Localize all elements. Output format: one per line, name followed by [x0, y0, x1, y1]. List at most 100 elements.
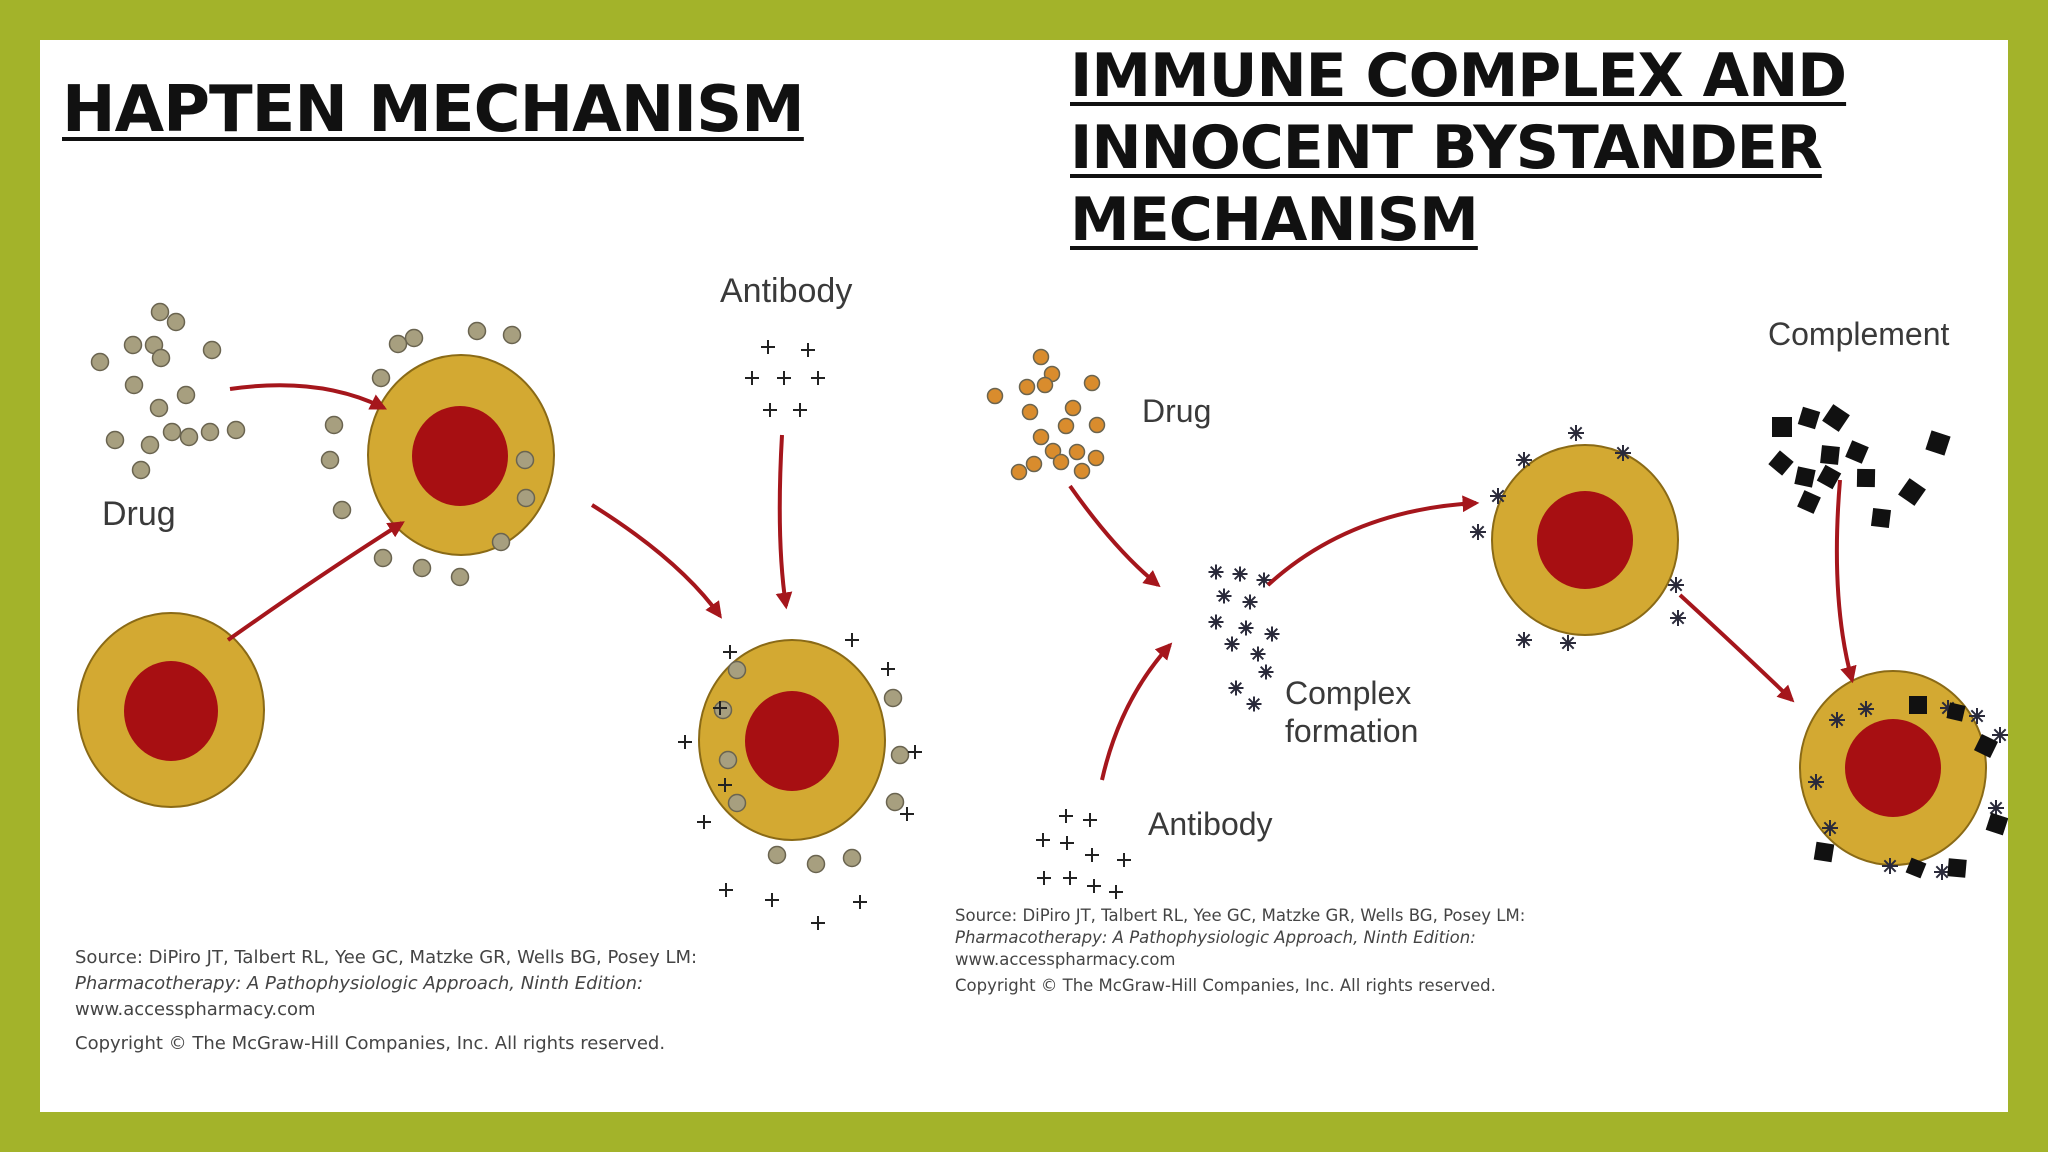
bound-drug-particle: [404, 328, 424, 348]
complement-particle: [1856, 468, 1876, 488]
drug-particle: [151, 348, 171, 368]
arrow-complement-to-cell: [1834, 479, 1857, 684]
complement-particle: [1797, 406, 1821, 430]
complex-formation-label-1: Complex: [1285, 675, 1411, 711]
immune-antibody-particles: [1036, 809, 1131, 899]
immune-complex-stars: [1208, 564, 1280, 712]
complex-star: [1228, 680, 1244, 696]
drug-particle: [1032, 428, 1050, 446]
bound-complement-particle: [1946, 702, 1966, 722]
bound-drug-particle: [373, 548, 393, 568]
bound-drug-particle: [412, 558, 432, 578]
drug-particle: [105, 430, 125, 450]
hapten-antibody-label: Antibody: [720, 272, 852, 310]
arrow-antibody-to-cell: [775, 434, 793, 610]
drug-particle: [1068, 443, 1086, 461]
drug-particle: [1018, 378, 1036, 396]
complex-star: [1224, 636, 1240, 652]
bound-complex-star: [1516, 452, 1532, 468]
arrow-drug-to-cell: [229, 383, 388, 410]
source-right-line-1: Source: DiPiro JT, Talbert RL, Yee GC, M…: [955, 906, 1526, 925]
antibody-particle: [761, 340, 775, 354]
complement-particle: [1898, 478, 1926, 506]
bound-drug-particle: [842, 848, 862, 868]
hapten-cell-drug-bound: [320, 321, 555, 587]
bound-drug-particle: [718, 750, 738, 770]
antibody-particle: [1037, 871, 1051, 885]
arrow-cell-to-complement-cell: [1678, 593, 1795, 703]
title-immune-complex-line-2: INNOCENT BYSTANDER: [1070, 113, 1823, 183]
complement-particle: [1822, 404, 1850, 432]
bound-drug-particle: [767, 845, 787, 865]
title-immune-complex-line-3: MECHANISM: [1070, 185, 1479, 255]
drug-particle: [140, 435, 160, 455]
bound-complement-particle: [1813, 841, 1835, 863]
bound-antibody-particle: [719, 883, 733, 897]
drug-particle: [1088, 416, 1106, 434]
drug-particle: [149, 398, 169, 418]
drug-particle: [176, 385, 196, 405]
bound-antibody-particle: [697, 815, 711, 829]
bound-drug-particle: [516, 488, 536, 508]
drug-particle: [150, 302, 170, 322]
bound-complex-star: [1516, 632, 1532, 648]
drug-particle: [162, 422, 182, 442]
bound-complex-star: [1882, 858, 1898, 874]
title-hapten-mechanism: HAPTEN MECHANISM: [62, 73, 805, 147]
antibody-particle: [1087, 879, 1101, 893]
bound-complex-star: [1670, 610, 1686, 626]
complement-particle: [1768, 450, 1794, 476]
antibody-particle: [1083, 813, 1097, 827]
bound-complex-star: [1829, 712, 1845, 728]
bound-antibody-particle: [713, 701, 727, 715]
hapten-cell-resting: [77, 612, 265, 808]
bound-drug-particle: [371, 368, 391, 388]
hapten-antibody-particles: [745, 340, 825, 417]
bound-complement-particle: [1973, 733, 1999, 759]
bound-antibody-particle: [811, 916, 825, 930]
complex-star: [1238, 620, 1254, 636]
complex-star: [1208, 614, 1224, 630]
antibody-particle: [1063, 871, 1077, 885]
source-citation-right: Source: DiPiro JT, Talbert RL, Yee GC, M…: [955, 905, 1525, 997]
bound-complex-star: [1470, 524, 1486, 540]
drug-particle: [986, 387, 1004, 405]
bound-drug-particle: [467, 321, 487, 341]
complement-particle: [1794, 466, 1816, 488]
drug-particle: [1036, 376, 1054, 394]
bound-complex-star: [1560, 635, 1576, 651]
drug-particle: [1087, 449, 1105, 467]
complex-star: [1216, 588, 1232, 604]
drug-particle: [1032, 348, 1050, 366]
bound-antibody-particle: [723, 645, 737, 659]
bound-drug-particle: [727, 660, 747, 680]
immune-antibody-label: Antibody: [1148, 806, 1273, 842]
hapten-cell-antibody-bound: [678, 633, 922, 930]
bound-antibody-particle: [845, 633, 859, 647]
title-immune-complex-line-1: IMMUNE COMPLEX AND: [1070, 41, 1847, 111]
complex-star: [1250, 646, 1266, 662]
bound-complement-particle: [1905, 857, 1927, 879]
drug-particle: [1025, 455, 1043, 473]
bound-drug-particle: [713, 700, 733, 720]
drug-particle: [1064, 399, 1082, 417]
bound-drug-particle: [806, 854, 826, 874]
bound-complex-star: [1858, 701, 1874, 717]
drug-particle: [1021, 403, 1039, 421]
complement-particles: [1768, 404, 1951, 529]
source-right-line-4: Copyright © The McGraw-Hill Companies, I…: [955, 976, 1496, 995]
antibody-particle: [793, 403, 807, 417]
drug-particle: [124, 375, 144, 395]
drug-particle: [200, 422, 220, 442]
complex-star: [1232, 566, 1248, 582]
bound-complex-star: [1969, 708, 1985, 724]
bound-complement-particle: [1909, 696, 1927, 714]
drug-particle: [1083, 374, 1101, 392]
bound-drug-particle: [320, 450, 340, 470]
complement-particle: [1845, 440, 1869, 464]
antibody-particle: [1109, 885, 1123, 899]
bound-antibody-particle: [765, 893, 779, 907]
source-right-line-3: www.accesspharmacy.com: [955, 950, 1176, 969]
arrow-complex-to-cell: [1266, 495, 1480, 587]
antibody-particle: [1117, 853, 1131, 867]
